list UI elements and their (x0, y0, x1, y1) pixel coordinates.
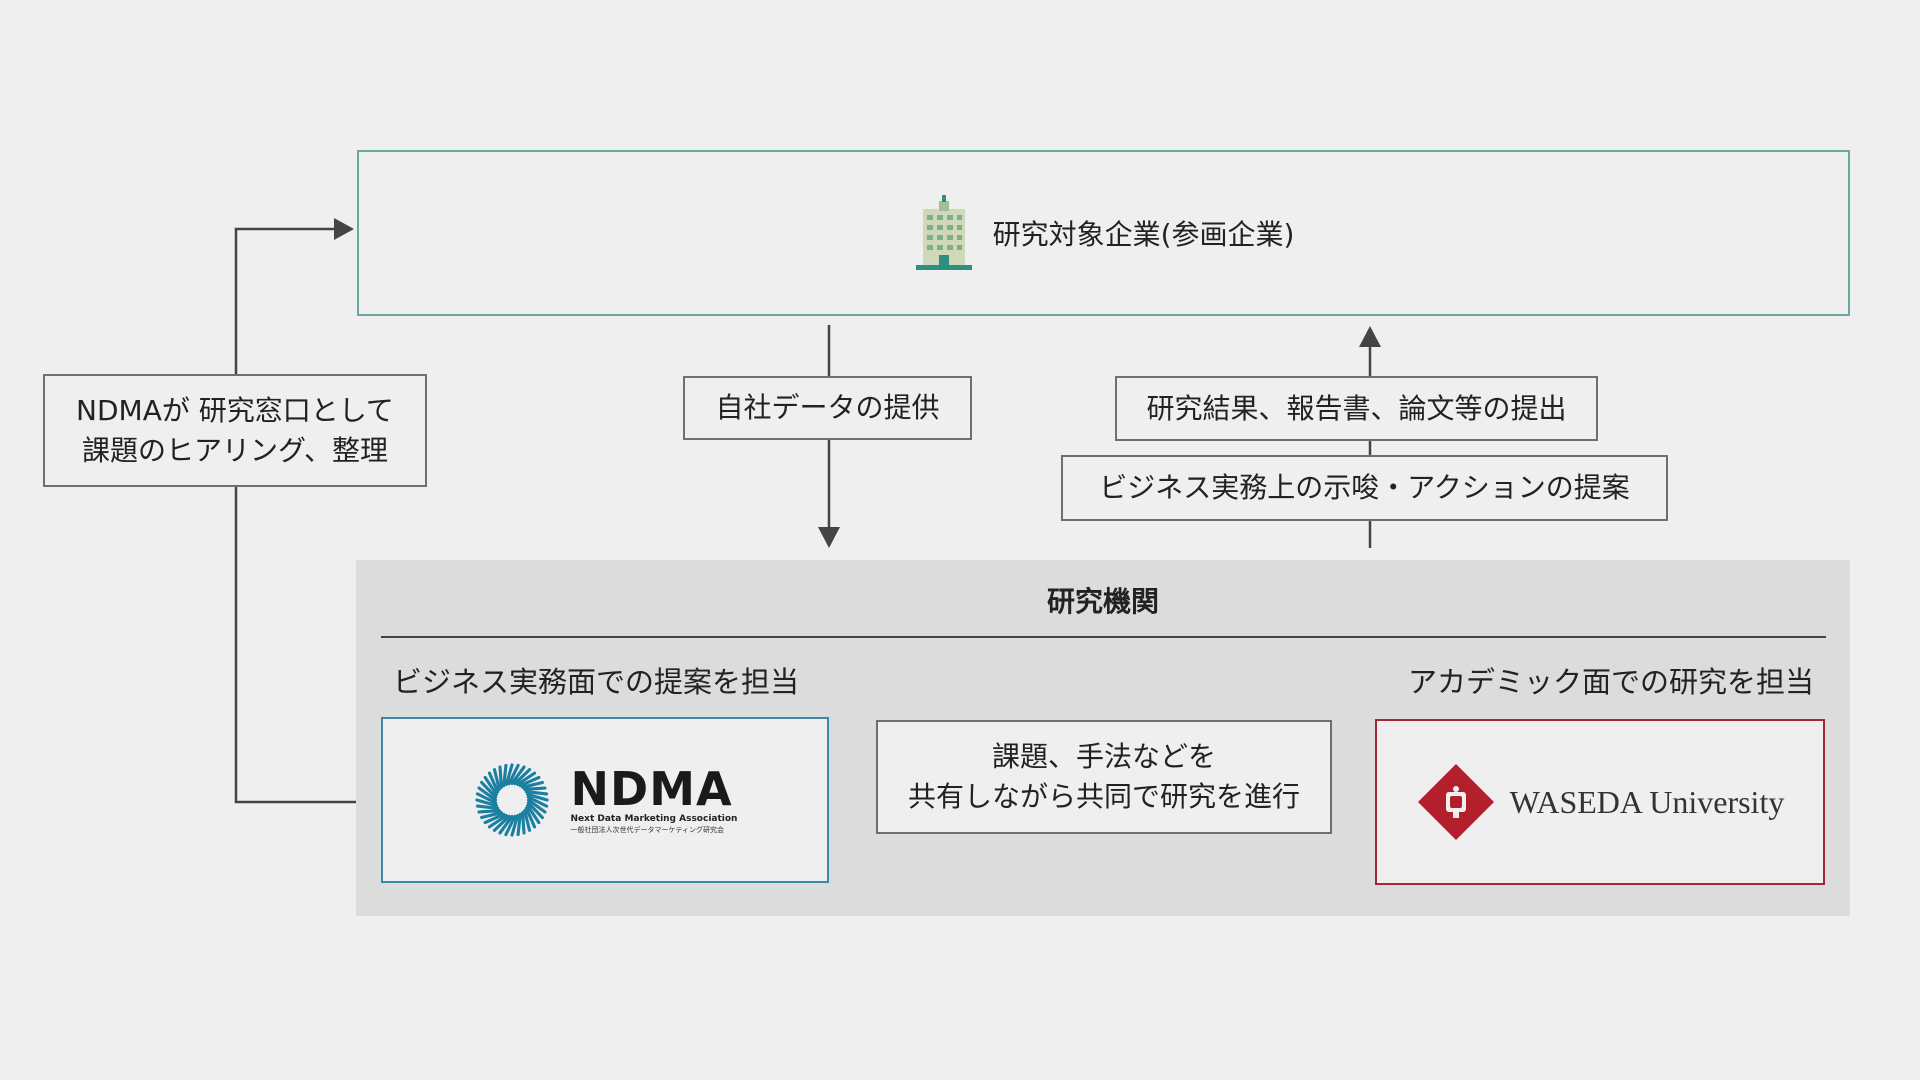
ndma-subtitle: Next Data Marketing Association (570, 814, 738, 824)
burst-ray (475, 804, 499, 810)
waseda-card: WASEDA University (1375, 719, 1825, 885)
burst-ray (475, 792, 497, 805)
burst-ray (479, 780, 497, 799)
burst-ray (524, 790, 548, 796)
suggestion-label: ビジネス実務上の示唆・アクションの提案 (1099, 471, 1630, 504)
right-role-label: アカデミック面での研究を担当 (1407, 665, 1814, 699)
burst-ray (483, 812, 505, 825)
arrowhead-results-up (1359, 326, 1381, 347)
burst-ray (476, 809, 501, 814)
ndma-burst-logo (474, 763, 549, 837)
burst-ray (497, 815, 514, 835)
suggestion-box: ビジネス実務上の示唆・アクションの提案 (1061, 455, 1668, 521)
burst-ray (515, 771, 536, 786)
ndma-contact-line2: 課題のヒアリング、整理 (81, 433, 389, 467)
shared-research-box: 課題、手法などを 共有しながら共同で研究を進行 (876, 720, 1332, 834)
data-provision-label: 自社データの提供 (715, 391, 940, 424)
burst-ray (479, 811, 503, 820)
burst-ray (474, 798, 498, 808)
ndma-card: NDMA Next Data Marketing Association 一般社… (381, 717, 829, 883)
burst-ray (524, 806, 536, 829)
burst-ray (526, 795, 548, 808)
research-institute-panel: 研究機関 ビジネス実務面での提案を担当 アカデミック面での研究を担当 NDMA … (356, 560, 1850, 916)
results-box: 研究結果、報告書、論文等の提出 (1115, 376, 1598, 441)
burst-ray (516, 812, 522, 837)
burst-ray (512, 768, 531, 786)
burst-ray (525, 804, 540, 825)
left-role-label: ビジネス実務面での提案を担当 (393, 665, 800, 699)
research-institute-title: 研究機関 (1046, 585, 1159, 618)
ndma-name: NDMA (570, 762, 733, 816)
contact-to-company-line (234, 227, 336, 374)
waseda-emblem (1417, 764, 1494, 840)
ndma-japanese-name: 一般社団法人次世代データマーケティング研究会 (570, 826, 724, 834)
ndma-contact-box: NDMAが 研究窓口として 課題のヒアリング、整理 (43, 374, 427, 487)
burst-ray (492, 768, 501, 791)
ndma-contact-line1: NDMAが 研究窓口として (76, 393, 394, 427)
burst-ray (483, 775, 498, 796)
burst-ray (507, 763, 520, 786)
shared-line2: 共有しながら共同で研究を進行 (907, 780, 1300, 813)
waseda-name: WASEDA University (1509, 783, 1785, 820)
arrowhead-data-down (818, 527, 840, 548)
results-label: 研究結果、報告書、論文等の提出 (1146, 391, 1567, 425)
title-divider (381, 636, 1826, 638)
burst-ray (525, 792, 549, 802)
burst-ray (522, 809, 531, 832)
burst-ray (487, 771, 499, 794)
burst-ray (522, 786, 547, 791)
burst-ray (503, 814, 516, 837)
burst-ray (497, 765, 503, 789)
burst-ray (509, 814, 519, 837)
burst-ray (518, 775, 540, 788)
shared-line1: 課題、手法などを (991, 740, 1216, 773)
arrowhead-company (334, 218, 354, 240)
burst-ray (476, 786, 497, 802)
data-provision-box: 自社データの提供 (683, 376, 972, 440)
burst-ray (520, 811, 526, 835)
company-label: 研究対象企業(参画企業) (992, 218, 1295, 251)
burst-ray (526, 798, 547, 814)
burst-ray (492, 814, 511, 832)
building-icon (915, 195, 972, 270)
burst-ray (526, 801, 544, 820)
burst-ray (520, 780, 544, 789)
contact-to-ndma-line (234, 487, 356, 804)
research-target-company-box: 研究対象企業(参画企業) (357, 150, 1850, 316)
burst-ray (504, 763, 514, 786)
burst-ray (487, 814, 508, 829)
burst-ray (501, 763, 508, 788)
burst-ray (509, 765, 526, 785)
